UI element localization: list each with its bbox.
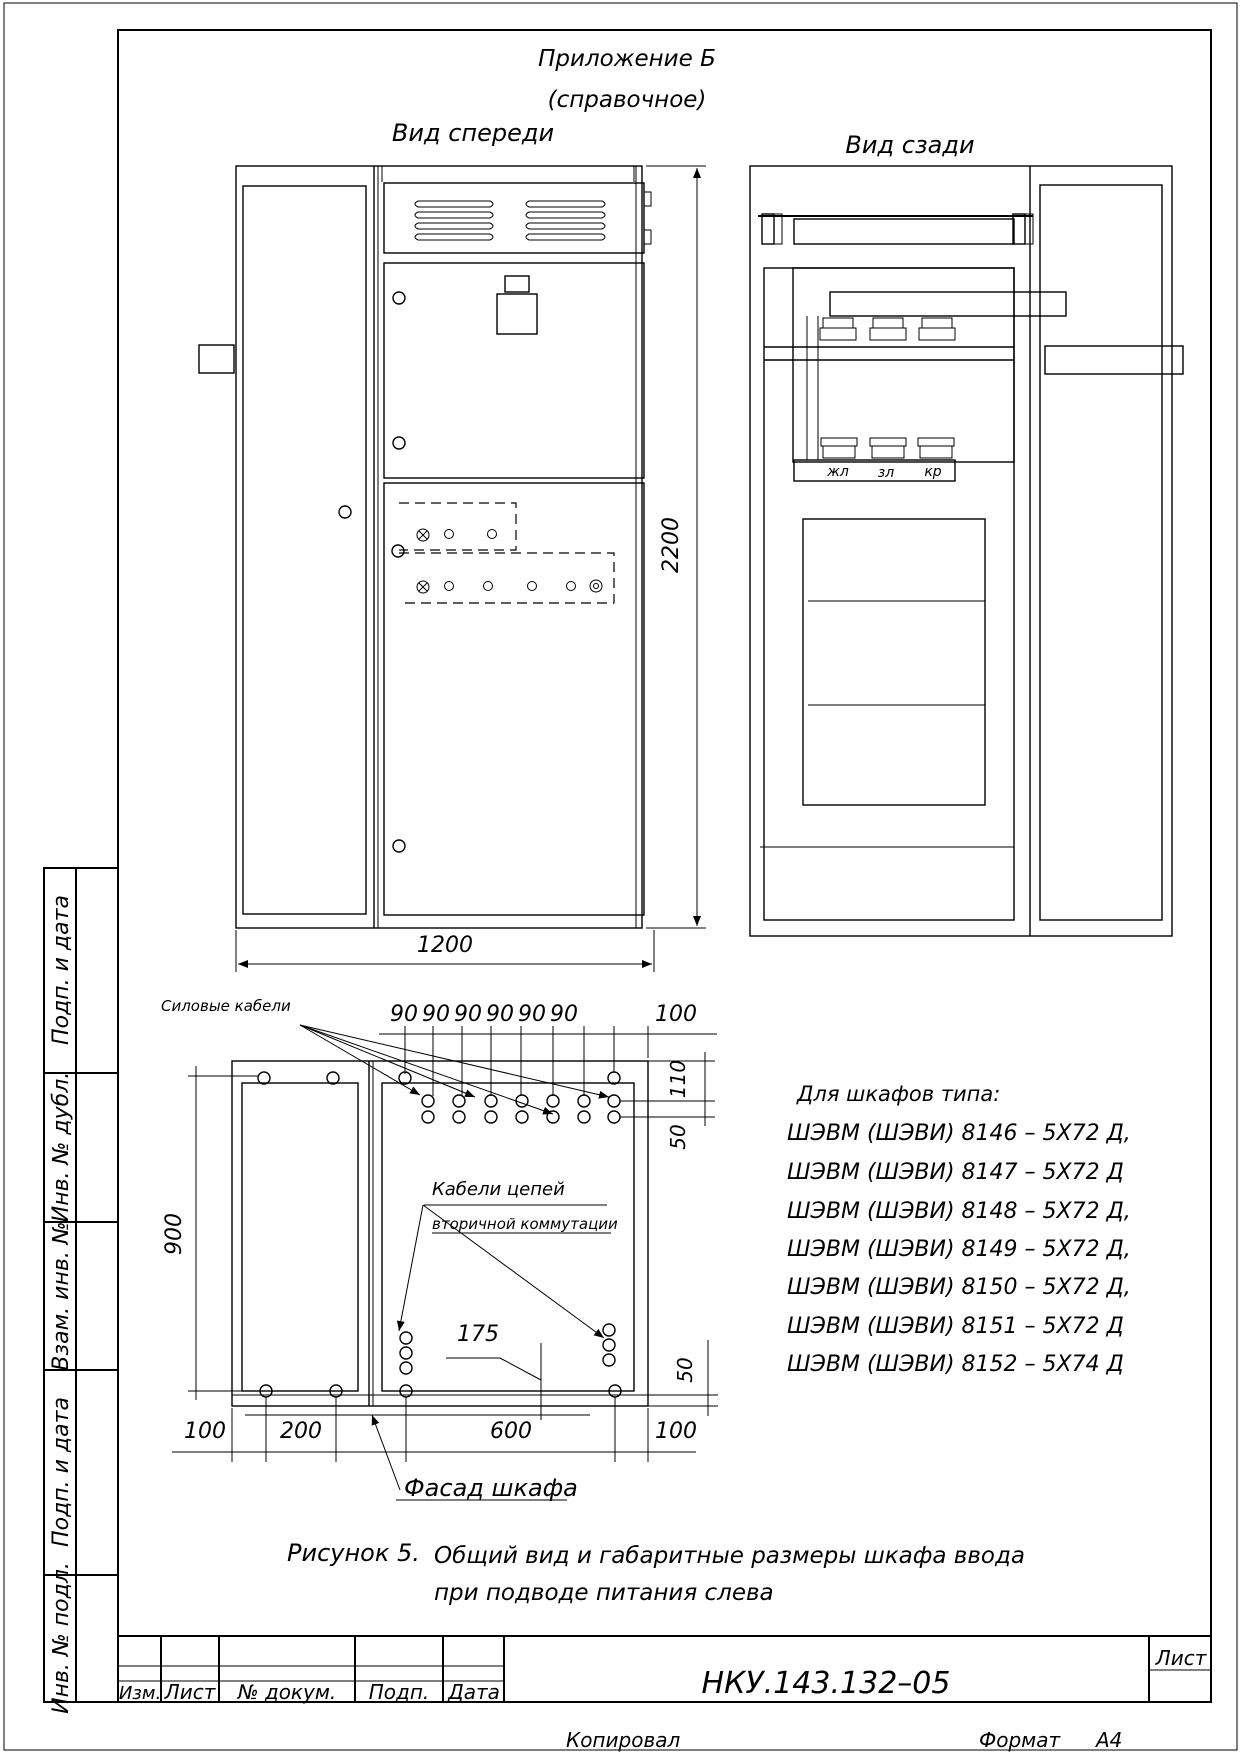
cabinet-type-item: ШЭВМ (ШЭВИ) 8148 – 5Х72 Д, (787, 1199, 1131, 1224)
phase-label-red: кр (924, 464, 941, 480)
vent-panel (383, 182, 645, 254)
upper-door (383, 262, 645, 479)
dim-bottom-100-right: 100 (655, 1419, 697, 1444)
col-signature: Подп. (369, 1680, 430, 1704)
dim-50-top: 50 (666, 1124, 690, 1149)
outer-border (3, 2, 1238, 1751)
figure-number: Рисунок 5. (287, 1539, 420, 1567)
dim-900: 900 (162, 1213, 187, 1255)
rear-outlet (1044, 345, 1184, 375)
front-view-title: Вид спереди (392, 119, 554, 147)
left-door (242, 185, 367, 915)
rear-panel (802, 518, 986, 806)
rear-view-title: Вид сзади (845, 131, 974, 159)
pitch-label: 90 (550, 1002, 578, 1027)
cabinet-type-item: ШЭВМ (ШЭВИ) 8147 – 5Х72 Д (787, 1160, 1124, 1185)
side-stamp: Подп. и дата Инв. № дубл. Взам. инв. № П… (43, 867, 119, 1714)
side-handle (198, 344, 235, 374)
pitch-label: 90 (486, 1002, 514, 1027)
dim-50-bottom: 50 (673, 1357, 697, 1382)
dim-110: 110 (666, 1060, 690, 1098)
secondary-cables-label-1: Кабели цепей (432, 1179, 565, 1200)
cabinet-list-heading: Для шкафов типа: (796, 1082, 1000, 1106)
cabinet-type-item: ШЭВМ (ШЭВИ) 8150 – 5Х72 Д, (787, 1275, 1131, 1300)
dim-bottom-600: 600 (490, 1419, 532, 1444)
cabinet-type-item: ШЭВМ (ШЭВИ) 8149 – 5Х72 Д, (787, 1237, 1131, 1262)
stamp-sign-date-2: Подп. и дата (49, 1397, 74, 1547)
height-dimension: 2200 (659, 517, 684, 573)
lower-door (383, 482, 645, 916)
dim-bottom-100-left: 100 (184, 1419, 226, 1444)
plan-pitch-labels: 90 90 90 90 90 90 (390, 1002, 578, 1027)
rear-cable-bar (829, 291, 1067, 317)
title-block: Изм. Лист № докум. Подп. Дата НКУ.143.13… (118, 1635, 1211, 1704)
dim-right-top: 100 (655, 1002, 697, 1027)
power-cables-label: Силовые кабели (161, 997, 291, 1015)
vent-louvres (414, 200, 606, 241)
col-sheet: Лист (164, 1680, 217, 1704)
inner-frame (117, 29, 1212, 1703)
format-label: Формат (979, 1728, 1061, 1752)
facade-label: Фасад шкафа (404, 1474, 578, 1502)
dim-bottom-200: 200 (280, 1419, 322, 1444)
secondary-cables-label-2: вторичной коммутации (432, 1215, 618, 1233)
indicator-lamps (416, 528, 603, 594)
copied-label: Копировал (566, 1728, 680, 1752)
rear-view: жл зл кр (749, 165, 1184, 937)
appendix-note: (справочное) (548, 87, 707, 113)
cabinet-type-item: ШЭВМ (ШЭВИ) 8151 – 5Х72 Д (787, 1314, 1124, 1339)
width-dimension: 1200 (417, 933, 473, 958)
cabinet-type-item: ШЭВМ (ШЭВИ) 8152 – 5Х74 Д (787, 1352, 1124, 1377)
plan-view (172, 1024, 718, 1491)
pitch-label: 90 (422, 1002, 450, 1027)
secondary-cable-holes (259, 1323, 622, 1398)
switch-handle (496, 293, 538, 335)
phase-label-green: зл (878, 465, 894, 481)
format-value: А4 (1094, 1728, 1122, 1752)
phase-label-yellow: жл (826, 464, 849, 480)
dim-175: 175 (457, 1322, 499, 1347)
cabinet-type-item: ШЭВМ (ШЭВИ) 8146 – 5Х72 Д, (787, 1121, 1131, 1146)
appendix-title: Приложение Б (538, 46, 716, 72)
front-view: 2200 1200 (198, 165, 706, 972)
stamp-dup-inv: Инв. № дубл. (49, 1072, 74, 1223)
col-doc-number: № докум. (237, 1680, 337, 1704)
stamp-sign-date-1: Подп. и дата (49, 895, 74, 1045)
col-date: Дата (447, 1680, 500, 1704)
figure-caption-line1: Общий вид и габаритные размеры шкафа вво… (434, 1543, 1025, 1569)
stamp-replace-inv: Взам. инв. № (49, 1221, 74, 1370)
pitch-label: 90 (390, 1002, 418, 1027)
col-change: Изм. (119, 1683, 161, 1704)
door-lock (338, 505, 352, 519)
pitch-label: 90 (518, 1002, 546, 1027)
cabinet-type-list: Для шкафов типа: ШЭВМ (ШЭВИ) 8146 – 5Х72… (787, 1082, 1131, 1377)
stamp-orig-inv: Инв. № подл. (49, 1562, 74, 1714)
pitch-label: 90 (454, 1002, 482, 1027)
power-cable-holes (257, 1071, 621, 1124)
figure-caption-line2: при подводе питания слева (434, 1580, 774, 1606)
document-designation: НКУ.143.132–05 (702, 1666, 951, 1701)
rear-terminals (819, 317, 956, 459)
sheet-label: Лист (1155, 1646, 1208, 1670)
